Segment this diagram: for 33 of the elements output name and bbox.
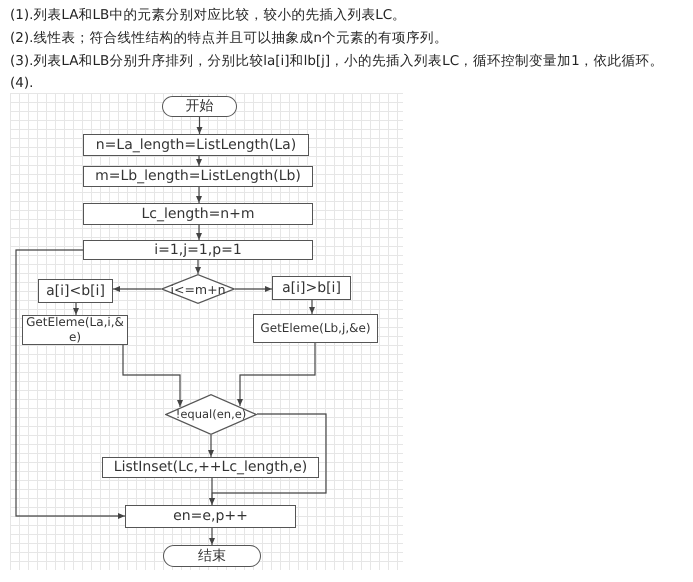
- arrow: [113, 286, 161, 292]
- note-text: (2).线性表；符合线性结构的特点并且可以抽象成n个元素的有项序列。: [10, 29, 448, 47]
- process-box: en=e,p++: [125, 505, 296, 528]
- arrow: [196, 187, 202, 203]
- arrow: [209, 478, 215, 505]
- arrow: [196, 225, 202, 240]
- arrow: [208, 435, 214, 457]
- process-box: GetEleme(La,i,&e): [22, 315, 128, 345]
- process-box: i=1,j=1,p=1: [83, 240, 313, 260]
- arrow: [195, 260, 201, 274]
- decision-diamond: i<=m+n: [161, 274, 235, 304]
- terminal-box: 开始: [162, 96, 237, 117]
- arrow: [235, 286, 272, 292]
- process-box: a[i]<b[i]: [38, 279, 113, 303]
- process-box: GetEleme(Lb,j,&e): [253, 314, 378, 343]
- arrow: [15, 249, 125, 519]
- note-text: (4).: [10, 74, 34, 92]
- decision-diamond: !equal(en,e): [165, 394, 257, 435]
- note-text: (3).列表LA和LB分别升序排列，分别比较la[i]和lb[j]，小的先插入列表LC，循环控制变量加1，依此循环。: [10, 52, 664, 70]
- arrow: [196, 156, 202, 166]
- arrow: [309, 300, 315, 314]
- process-box: m=Lb_length=ListLength(Lb): [83, 166, 313, 187]
- process-box: ListInset(Lc,++Lc_length,e): [102, 457, 319, 478]
- note-text: (1).列表LA和LB中的元素分别对应比较，较小的先插入列表LC。: [10, 6, 406, 24]
- process-box: a[i]>b[i]: [272, 276, 351, 300]
- terminal-box: 结束: [163, 545, 261, 567]
- arrow: [122, 345, 183, 407]
- arrow: [209, 528, 215, 545]
- arrow: [237, 343, 316, 406]
- process-box: Lc_length=n+m: [83, 203, 313, 225]
- process-box: n=La_length=ListLength(La): [83, 134, 309, 156]
- arrow: [196, 117, 202, 134]
- arrow: [73, 303, 79, 315]
